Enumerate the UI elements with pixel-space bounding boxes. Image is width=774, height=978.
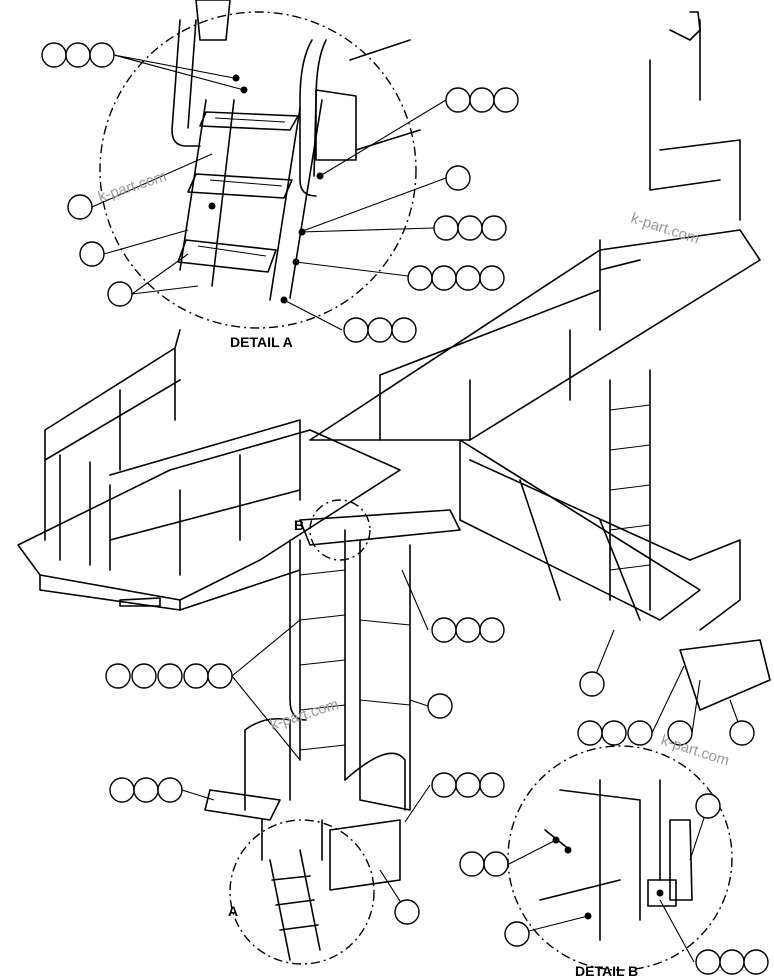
- watermark-2: k-part.com: [629, 210, 702, 248]
- detail-b-ref-circle: [309, 499, 371, 561]
- watermark-1: k-part.com: [96, 168, 169, 206]
- leader-lines: [91, 54, 743, 963]
- detail-b-marker: B: [294, 517, 304, 533]
- watermark-4: k-part.com: [659, 732, 732, 770]
- detail-a-label: DETAIL A: [230, 334, 293, 350]
- detail-a-circle: [99, 0, 421, 329]
- detail-a-ref-circle: [229, 819, 375, 965]
- machine-platform: [17, 11, 771, 891]
- detail-b-circle: [507, 745, 733, 971]
- callout-balloons: [41, 42, 769, 975]
- watermark-3: k-part.com: [268, 696, 341, 734]
- detail-a-marker: A: [228, 903, 238, 919]
- detail-b-label: DETAIL B: [575, 963, 638, 978]
